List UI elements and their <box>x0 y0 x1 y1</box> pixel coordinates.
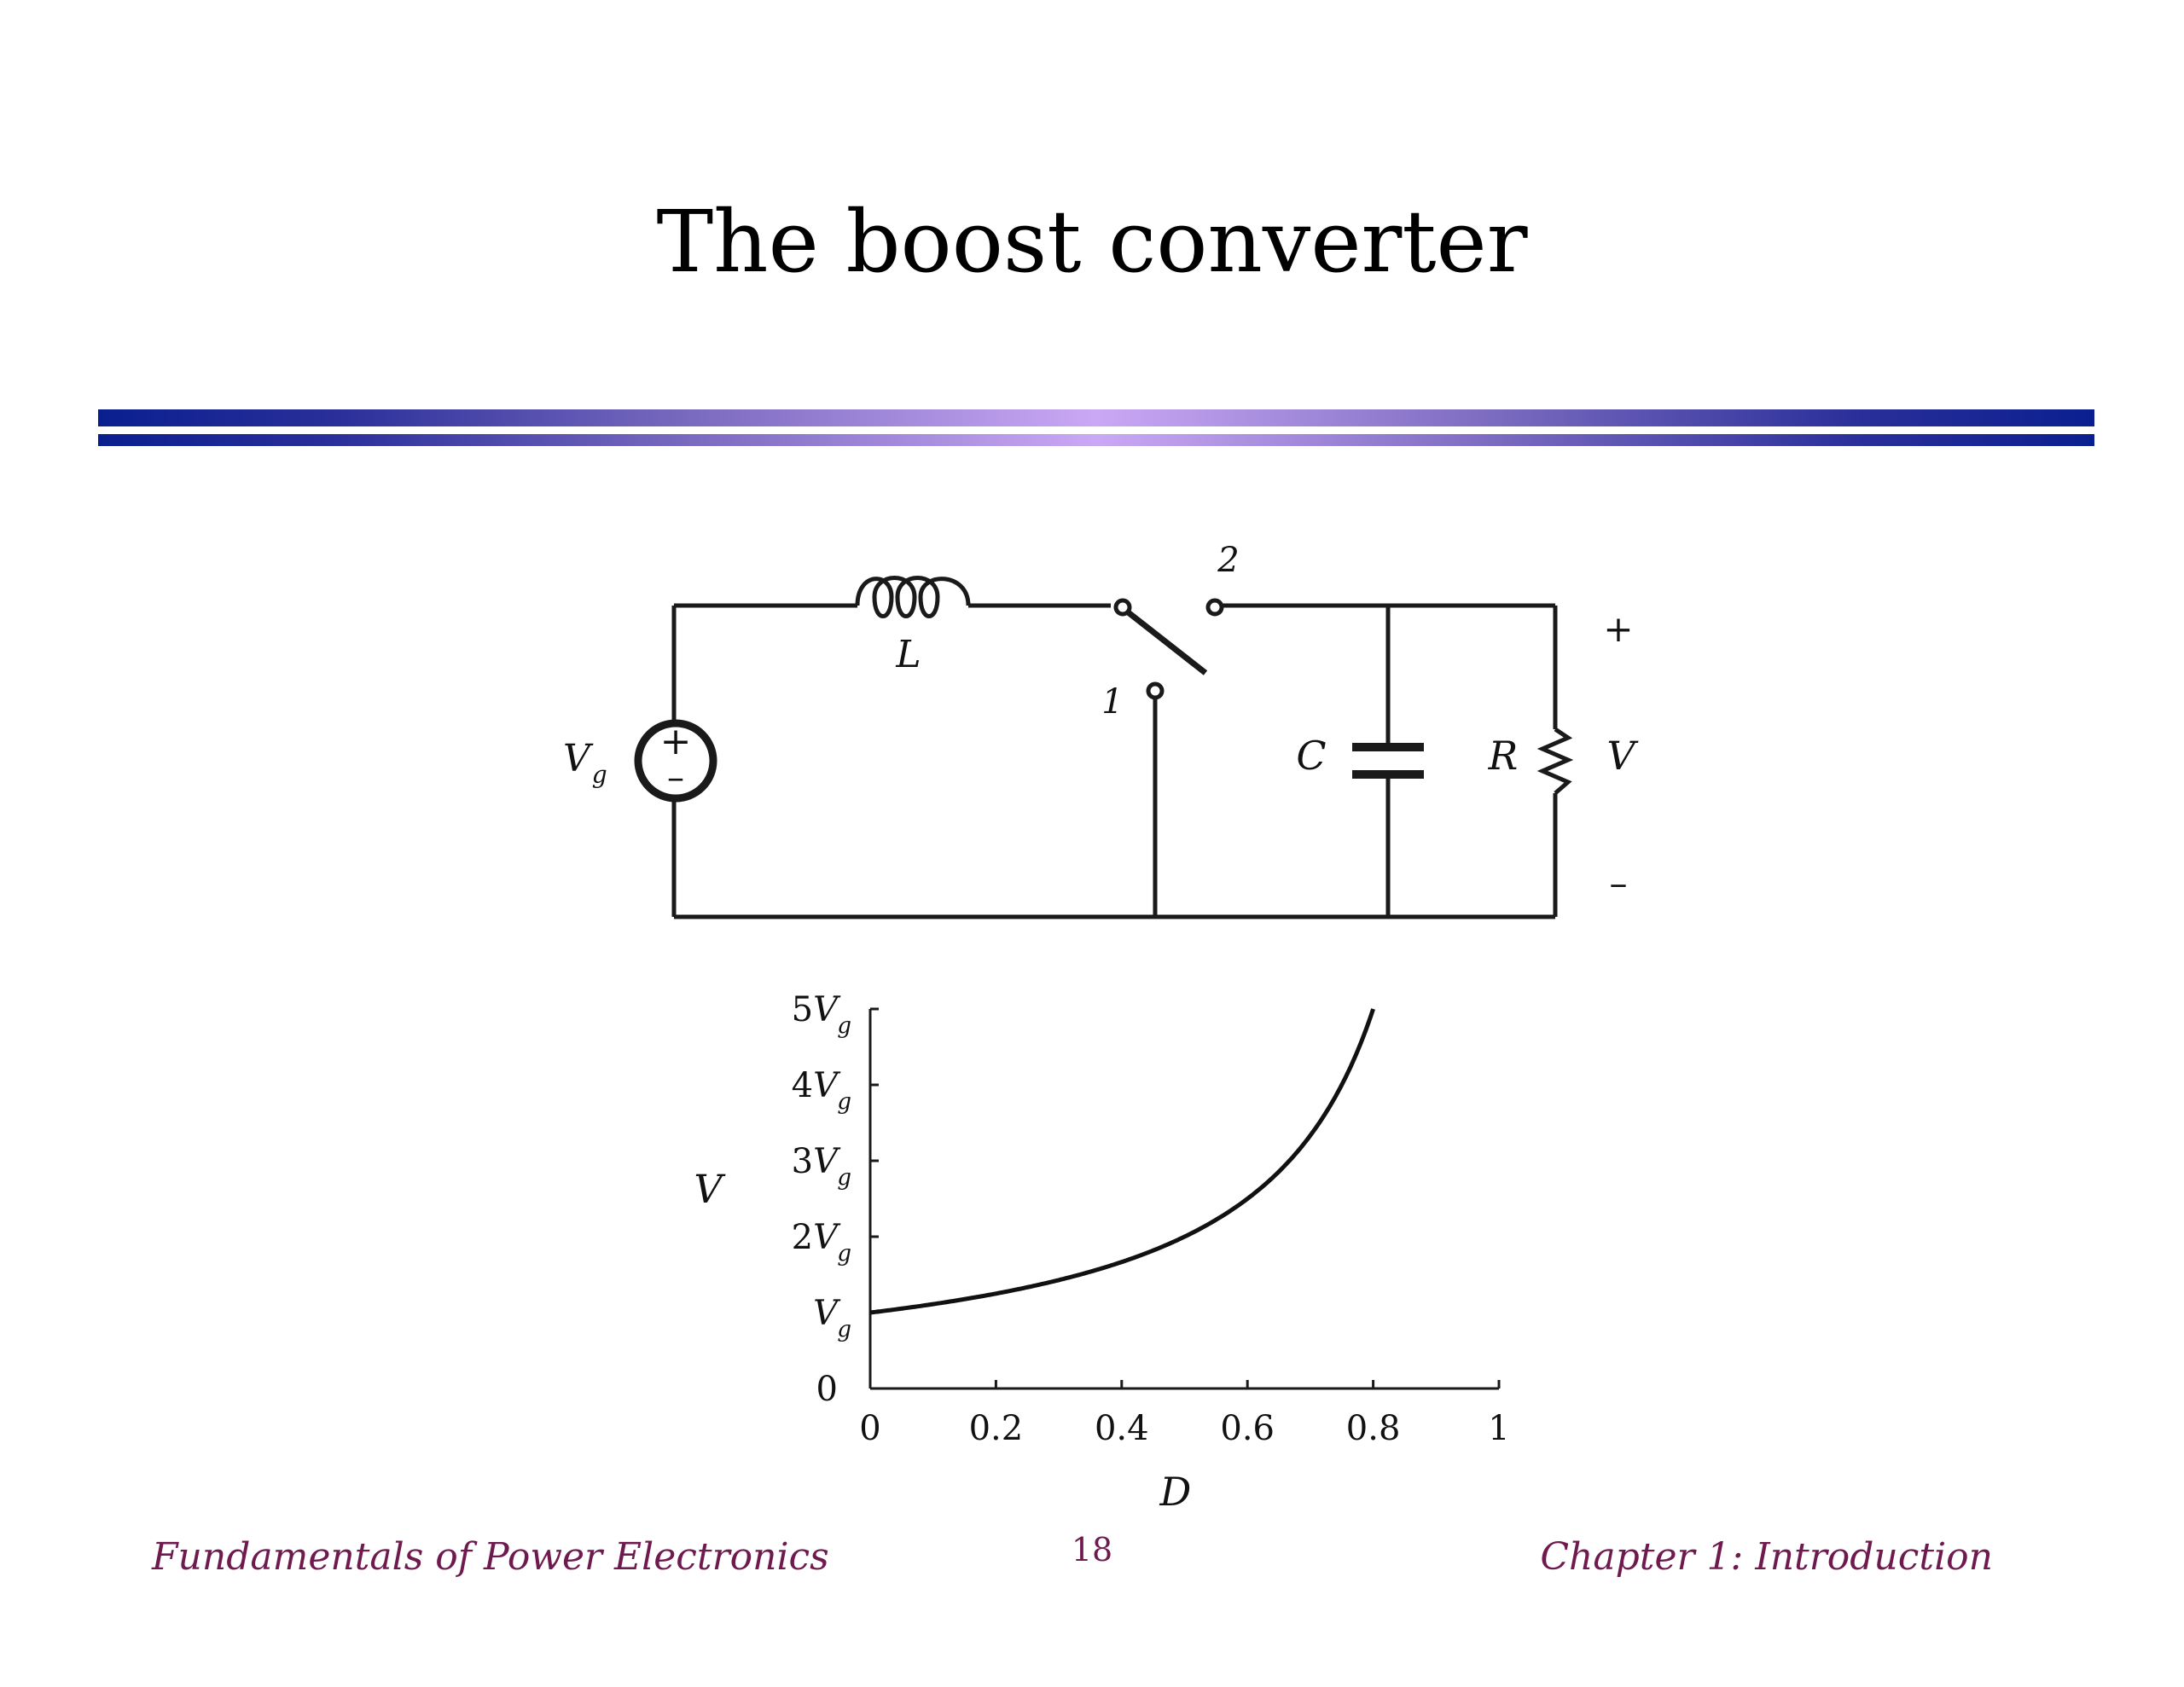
y-tick-label: 3V <box>792 1142 841 1181</box>
capacitor-label: C <box>1296 733 1326 779</box>
x-tick-label: 1 <box>1488 1409 1509 1448</box>
voltage-source <box>634 719 717 803</box>
series-line <box>869 1008 1375 1315</box>
y-axis-label: V <box>694 1166 726 1212</box>
slide-title: The boost converter <box>656 192 1528 292</box>
switch-pos1-label: 1 <box>1101 682 1123 722</box>
switch-contact-1 <box>1146 681 1165 700</box>
switch-pos2-label: 2 <box>1217 541 1239 580</box>
footer-book-title: Fundamentals of Power Electronics <box>152 1535 829 1579</box>
switch-contact-common <box>1113 598 1132 617</box>
output-voltage-label: V <box>1606 733 1639 779</box>
source-plus-sign: + <box>660 720 692 763</box>
y-tick-subscript: g <box>837 1013 851 1039</box>
resistor-label: R <box>1488 733 1519 779</box>
x-tick-label: 0.4 <box>1095 1409 1149 1448</box>
y-tick-label: 4V <box>792 1066 841 1105</box>
x-tick-label: 0.8 <box>1346 1409 1401 1448</box>
footer-page-number: 18 <box>1071 1531 1113 1568</box>
y-tick-label: 2V <box>792 1218 841 1257</box>
source-minus-sign: – <box>667 758 684 797</box>
title-rule-thick <box>98 409 2094 426</box>
inductor-label: L <box>895 633 921 676</box>
inductor-coil <box>855 576 971 618</box>
title-rule-thin <box>98 434 2094 446</box>
x-tick-label: 0.6 <box>1220 1409 1275 1448</box>
y-tick-label: 0 <box>816 1370 838 1409</box>
y-tick-subscript: g <box>837 1317 851 1342</box>
x-tick-label: 0.2 <box>969 1409 1024 1448</box>
y-tick-label: 5V <box>792 990 841 1029</box>
footer-chapter: Chapter 1: Introduction <box>1540 1535 1993 1579</box>
y-tick-subscript: g <box>837 1241 851 1267</box>
y-tick-label: V <box>813 1294 841 1333</box>
output-minus-sign: – <box>1610 862 1628 904</box>
y-tick-subscript: g <box>837 1089 851 1115</box>
output-plus-sign: + <box>1603 608 1633 650</box>
switch-blade <box>1120 606 1208 675</box>
resistor-zigzag <box>1536 727 1574 795</box>
x-tick-label: 0 <box>859 1409 880 1448</box>
x-axis-label: D <box>1159 1469 1192 1515</box>
y-tick-subscript: g <box>837 1165 851 1191</box>
source-label: Vg <box>563 737 607 789</box>
switch-contact-2 <box>1205 598 1224 617</box>
